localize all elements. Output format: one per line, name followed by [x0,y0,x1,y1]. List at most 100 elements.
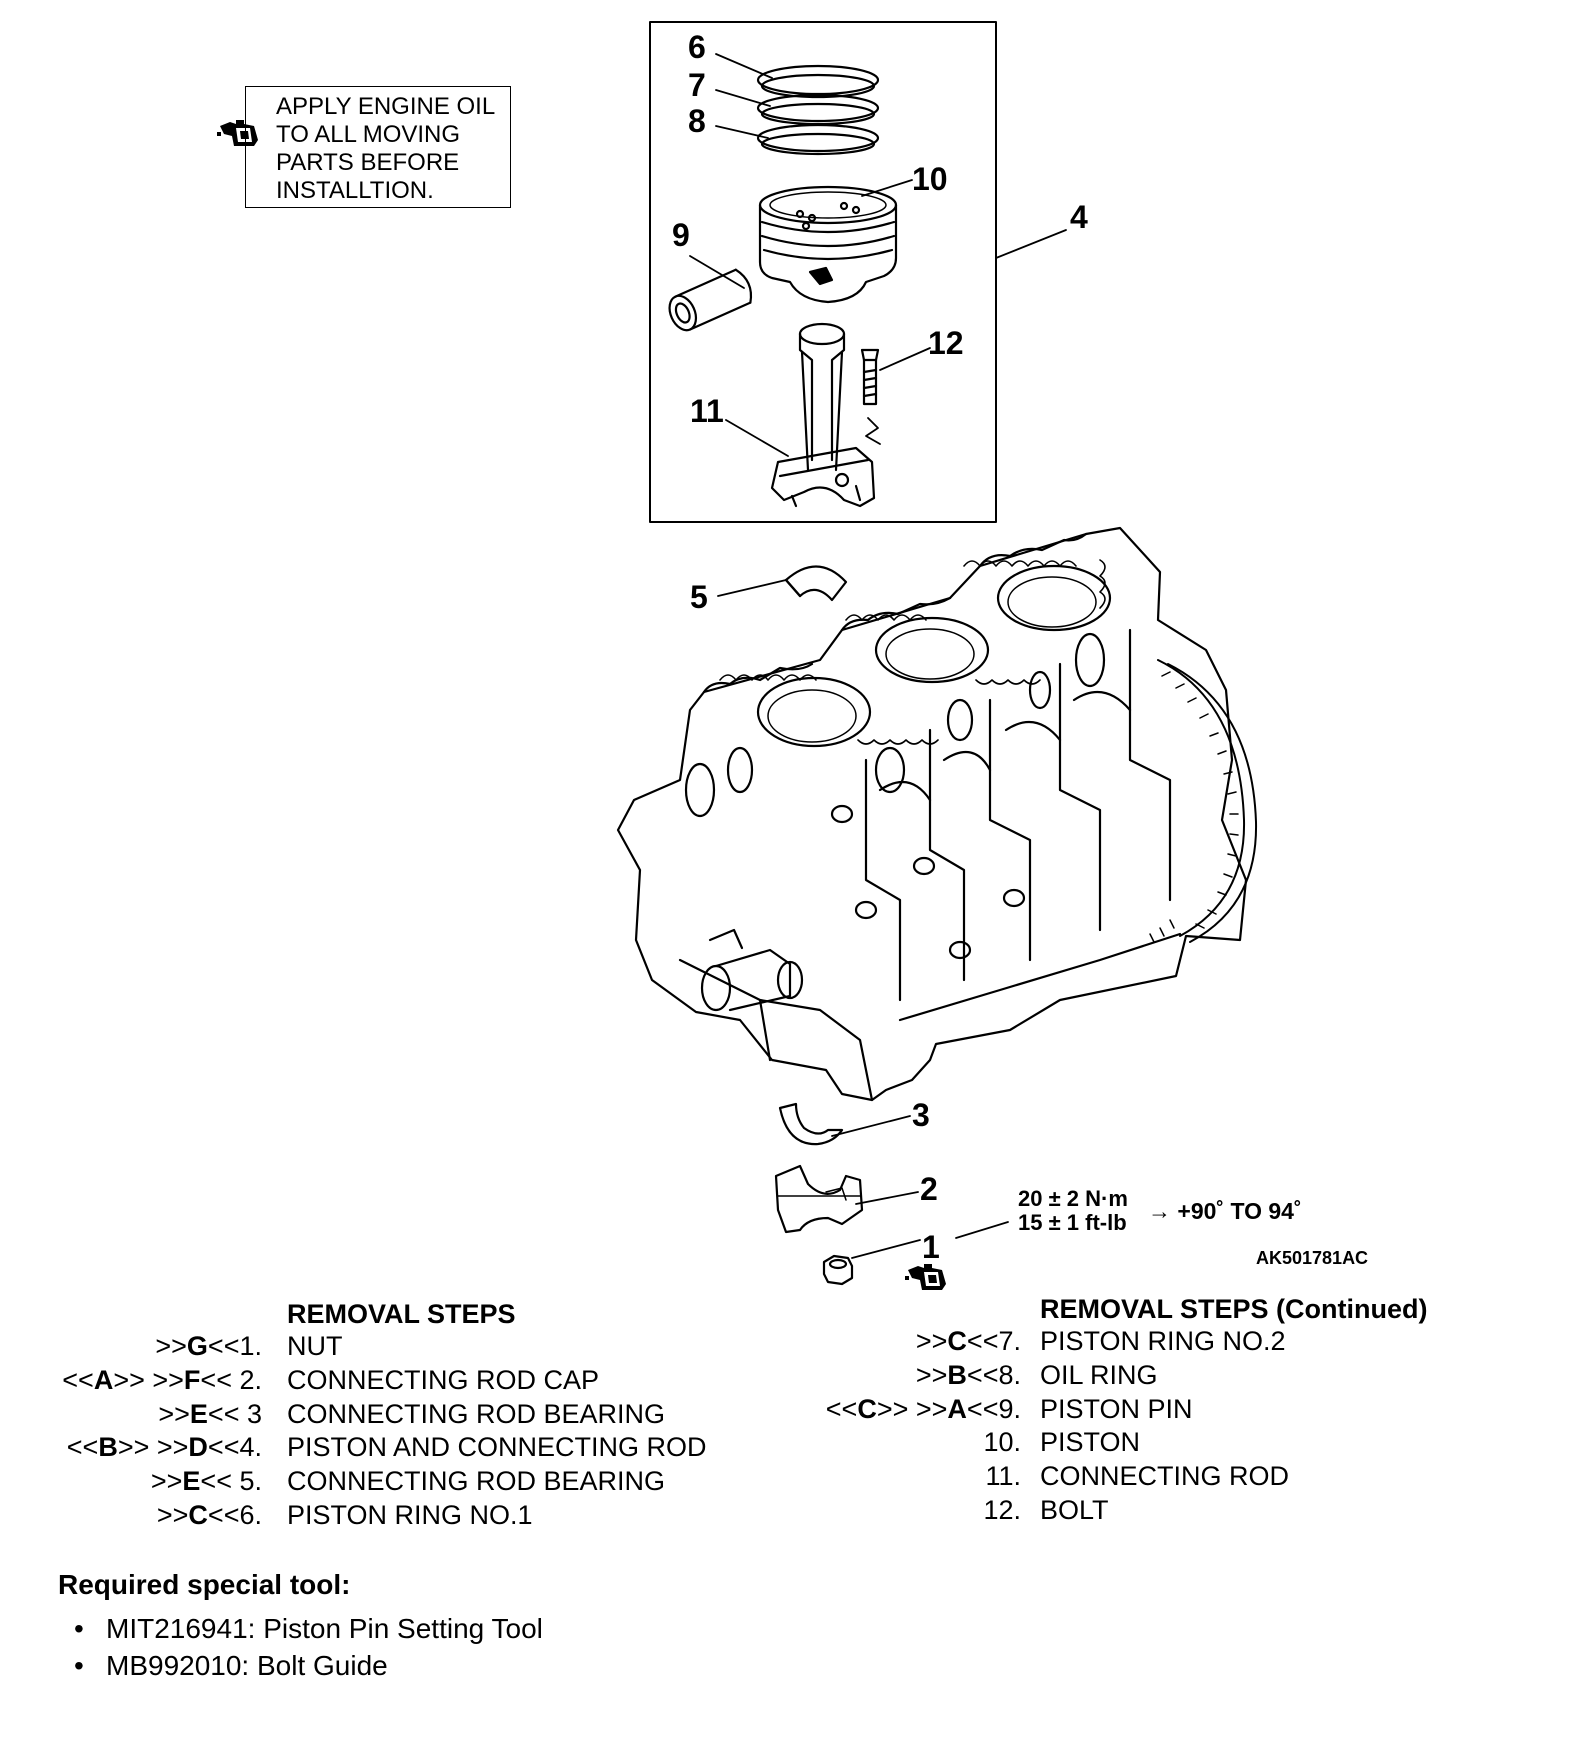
step-service-code: >>C<< [915,1326,999,1356]
callout-2: 2 [920,1171,938,1207]
step-code: >>E<< 5. [151,1464,262,1498]
removal-step-row: 11. CONNECTING ROD [0,1459,1584,1493]
step-label: CONNECTING ROD BEARING [287,1398,666,1429]
step-label: NUT [287,1331,343,1361]
step-label: CONNECTING ROD CAP [287,1364,600,1395]
step-label: PISTON PIN [1040,1393,1193,1424]
piston-assembly-frame [649,21,997,523]
callout-12: 12 [928,325,964,361]
connecting-rod [770,322,876,508]
piston [758,185,898,304]
tool-item-label: MB992010: Bolt Guide [106,1650,388,1681]
engine-exploded-diagram: 6 7 8 10 9 4 12 11 5 3 2 1 [616,21,1258,1290]
removal-step-row: 12. BOLT [0,1493,1584,1527]
step-number: 7. [998,1326,1021,1356]
step-number: 3 [239,1398,262,1429]
step-service-code: >>G<< [155,1331,240,1361]
torque-spec: 20 ± 2 N·m 15 ± 1 ft-lb [1018,1187,1128,1235]
step-prefix: <<C>> [825,1393,916,1424]
engine-block [616,526,1248,1102]
upper-bearing-shell [784,565,848,602]
removal-steps-title: REMOVAL STEPS [287,1299,516,1329]
step-prefix: <<B>> [66,1432,157,1463]
step-service-code: >>C<< [156,1500,240,1530]
torque-angle: → +90˚ TO 94˚ [1148,1198,1302,1224]
step-code: 12. [983,1493,1021,1527]
note-line: PARTS BEFORE [276,149,460,176]
step-label: PISTON RING NO.1 [287,1500,533,1530]
step-code: 11. [985,1459,1021,1493]
removal-step-row: <<C>> >>A<<9. PISTON PIN [0,1392,1584,1426]
step-code: >>G<<1. [155,1329,262,1363]
connecting-rod-bolt [860,348,881,445]
step-label: OIL RING [1040,1359,1158,1390]
removal-step-row: >>C<<7. PISTON RING NO.2 [0,1324,1584,1358]
step-label: CONNECTING ROD BEARING [287,1466,666,1497]
removal-step-row: >>G<<1. NUT [0,1329,1584,1363]
step-code: >>E<< 3 [158,1397,262,1431]
step-code: 10. [983,1425,1021,1459]
step-number: 6. [239,1500,262,1530]
figure-code: AK501781AC [1256,1248,1369,1268]
step-number: 2. [231,1364,262,1395]
step-service-code: >>B<< [915,1359,999,1390]
callout-8: 8 [688,103,706,139]
step-code: <<B>> >>D<<4. [67,1430,262,1464]
callout-9: 9 [672,217,690,253]
step-number: 1. [239,1331,262,1361]
connecting-rod-cap [774,1164,864,1234]
step-number: 12. [983,1495,1021,1525]
removal-step-row: 10. PISTON [0,1425,1584,1459]
step-code: <<C>> >>A<<9. [826,1392,1021,1426]
step-label: CONNECTING ROD [1040,1461,1289,1492]
step-number: 4. [239,1432,262,1463]
removal-step-row: <<A>> >>F<< 2. CONNECTING ROD CAP [0,1363,1584,1397]
step-number: 9. [998,1393,1021,1424]
tool-item: MB992010: Bolt Guide [74,1650,388,1682]
step-service-code: >>E<< [150,1466,232,1497]
step-code: >>C<<6. [157,1498,262,1532]
torque-nm: 20 ± 2 N·m [1018,1186,1128,1211]
step-service-code: >>A<< [915,1393,999,1424]
step-prefix: <<A>> [62,1364,153,1395]
step-label: PISTON RING NO.2 [1040,1326,1286,1356]
step-service-code: >>F<< [152,1364,232,1395]
leader-lines [689,53,1067,1259]
step-service-code: >>D<< [156,1432,240,1463]
nut [822,1254,854,1286]
removal-step-row: <<B>> >>D<<4. PISTON AND CONNECTING ROD [0,1430,1584,1464]
callout-10: 10 [912,161,948,197]
removal-step-row: >>E<< 5. CONNECTING ROD BEARING [0,1464,1584,1498]
special-tools-title: Required special tool: [58,1569,351,1600]
removal-step-row: >>C<<6. PISTON RING NO.1 [0,1498,1584,1532]
step-number: 5. [231,1466,262,1497]
callout-5: 5 [690,579,708,615]
callout-7: 7 [688,67,706,103]
removal-step-row: >>E<< 3 CONNECTING ROD BEARING [0,1397,1584,1431]
step-number: 8. [998,1359,1021,1390]
torque-ftlb: 15 ± 1 ft-lb [1018,1210,1127,1235]
step-code: >>B<<8. [916,1358,1021,1392]
removal-step-row: >>B<<8. OIL RING [0,1358,1584,1392]
step-code: >>C<<7. [916,1324,1021,1358]
callout-3: 3 [912,1097,930,1133]
step-label: BOLT [1040,1495,1109,1525]
step-label: PISTON [1040,1427,1141,1458]
note-line: INSTALLTION. [276,177,434,204]
step-code: <<A>> >>F<< 2. [62,1363,262,1397]
piston-pin [668,268,753,332]
tool-item: MIT216941: Piston Pin Setting Tool [74,1613,543,1645]
note-line: APPLY ENGINE OIL [276,93,496,120]
callout-6: 6 [688,29,706,65]
step-number: 11. [985,1461,1021,1492]
step-service-code: >>E<< [158,1398,240,1429]
callout-11: 11 [690,393,724,429]
oil-note-box: APPLY ENGINE OIL TO ALL MOVING PARTS BEF… [245,86,511,208]
flywheel [1149,659,1258,943]
oil-can-icon [905,1264,946,1290]
removal-steps-continued-title: REMOVAL STEPS (Continued) [1040,1294,1428,1324]
oil-can-icon [217,120,258,146]
tool-item-label: MIT216941: Piston Pin Setting Tool [106,1613,543,1644]
step-label: PISTON AND CONNECTING ROD [287,1432,707,1463]
step-number: 10. [983,1427,1021,1458]
